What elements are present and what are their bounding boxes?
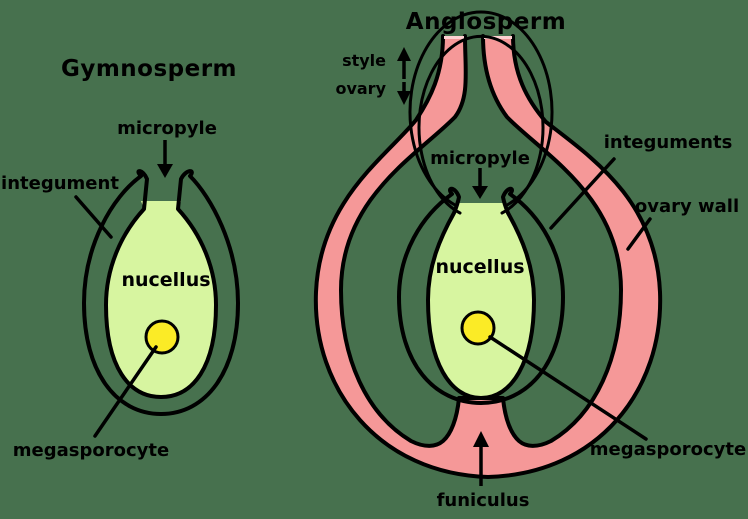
funiculus-arrow — [473, 431, 489, 486]
megasporocyte-leader-line-left — [93, 345, 158, 438]
gymnosperm-title: Gymnosperm — [61, 56, 237, 82]
nucellus-label-right: nucellus — [435, 256, 524, 278]
integument-leader-line — [74, 195, 113, 239]
style-label: style — [342, 51, 386, 70]
integument-inner-line-1 — [417, 34, 545, 215]
integument-inner-line-2 — [408, 10, 554, 207]
angiosperm-diagram: Anglosperm style ovary micropyle integum… — [313, 9, 746, 511]
nucellus-label-left: nucellus — [121, 269, 210, 291]
micropyle-arrow-left — [157, 140, 173, 178]
megasporocyte-circle-right — [460, 310, 496, 346]
micropyle-label-right: micropyle — [430, 148, 530, 169]
ovary-wall-leader-line — [626, 217, 652, 251]
style-up-arrow — [397, 47, 411, 79]
micropyle-arrow-right — [472, 168, 488, 199]
integument-label: integument — [1, 173, 119, 194]
integument-shape-left — [82, 169, 240, 416]
megasporocyte-label-left: megasporocyte — [13, 440, 169, 461]
megasporocyte-leader-line-right — [488, 335, 648, 441]
style-cut-edge-left — [444, 36, 464, 39]
ovary-down-arrow — [397, 82, 411, 105]
style-cut-edge-right — [484, 36, 512, 39]
angiosperm-title: Anglosperm — [406, 9, 566, 35]
megasporocyte-circle-left — [144, 319, 180, 355]
megasporocyte-label-right: megasporocyte — [590, 439, 746, 460]
ovary-wall-label: ovary wall — [635, 196, 739, 217]
gymnosperm-diagram: Gymnosperm micropyle integument nucellus… — [1, 56, 240, 461]
funiculus-label: funiculus — [437, 490, 530, 511]
ovary-label: ovary — [335, 79, 386, 98]
micropyle-label-left: micropyle — [117, 118, 217, 139]
integuments-leader-line — [549, 157, 616, 230]
integuments-label: integuments — [604, 132, 733, 153]
nucellus-shape-left — [106, 201, 216, 397]
